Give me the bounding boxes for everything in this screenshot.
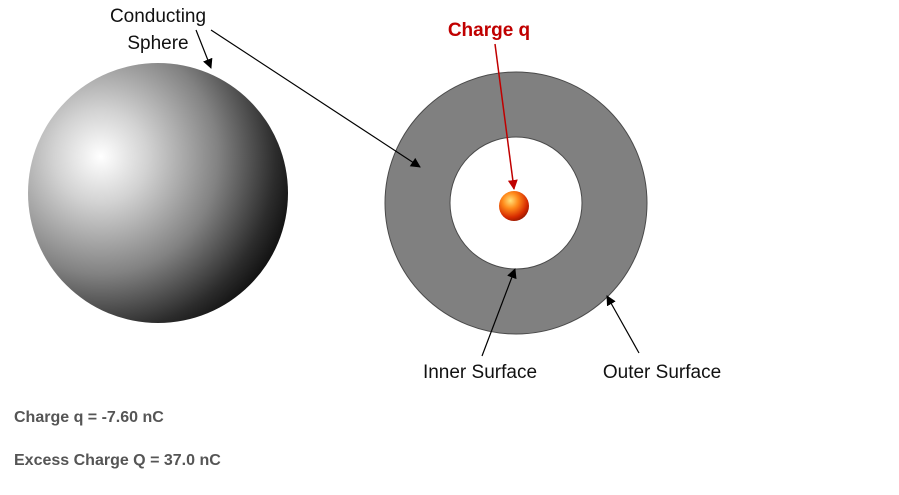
arrow-to-charge	[494, 43, 518, 190]
arrow-to-inner-surface	[481, 268, 517, 357]
inner-surface-label: Inner Surface	[423, 362, 537, 383]
charge-q-value: Charge q = -7.60 nC	[14, 409, 164, 426]
conducting-label-line2: Sphere	[127, 33, 188, 54]
conducting-sphere	[28, 63, 288, 323]
shell-cross-section	[384, 71, 648, 335]
excess-charge-value: Excess Charge Q = 37.0 nC	[14, 452, 221, 469]
charge-q-label: Charge q	[448, 20, 530, 41]
arrow-to-sphere	[195, 29, 213, 69]
arrow-to-shell	[210, 29, 421, 168]
point-charge	[499, 191, 529, 221]
outer-surface-label: Outer Surface	[603, 362, 721, 383]
conducting-label-line1: Conducting	[110, 6, 206, 27]
conducting-sphere-diagram: Conducting Sphere Charge q Inner Surface…	[28, 6, 721, 383]
arrow-to-outer-surface	[606, 295, 640, 354]
